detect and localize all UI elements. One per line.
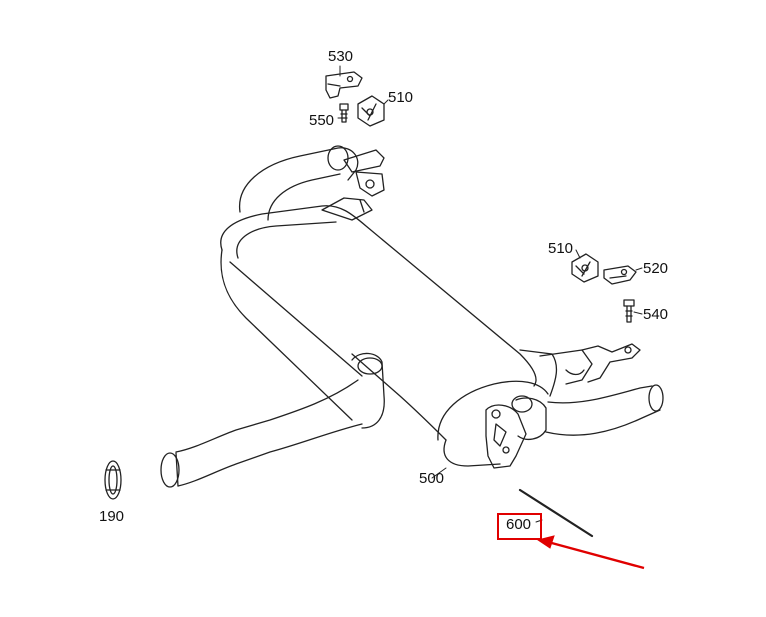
exhaust-flap-actuator [485, 404, 527, 469]
part-520-bracket [603, 265, 637, 285]
right-hanger-assembly [539, 343, 641, 385]
part-510-right-rubber-mount [571, 253, 599, 283]
part-550-bolt [339, 103, 349, 123]
part-530-bracket [325, 71, 363, 99]
label-510-right: 510 [548, 240, 574, 257]
label-530: 530 [328, 48, 354, 65]
part-600-strip [518, 488, 594, 538]
highlight-box-600 [497, 513, 542, 540]
part-190-clamp [104, 460, 122, 500]
part-510-top-rubber-mount [357, 95, 385, 127]
upper-hanger-assembly [321, 149, 385, 221]
front-pipe [160, 352, 385, 488]
muffler-body [220, 205, 558, 467]
label-550: 550 [309, 112, 335, 129]
label-190: 190 [99, 508, 125, 525]
label-540: 540 [643, 306, 669, 323]
leader-lines [337, 65, 643, 523]
label-510-top: 510 [388, 89, 414, 106]
annotation-arrow-icon [536, 535, 645, 570]
label-600: 600 [506, 516, 532, 533]
right-tailpipe [511, 384, 664, 441]
label-500: 500 [419, 470, 445, 487]
label-520: 520 [643, 260, 669, 277]
part-540-bolt [623, 299, 635, 323]
